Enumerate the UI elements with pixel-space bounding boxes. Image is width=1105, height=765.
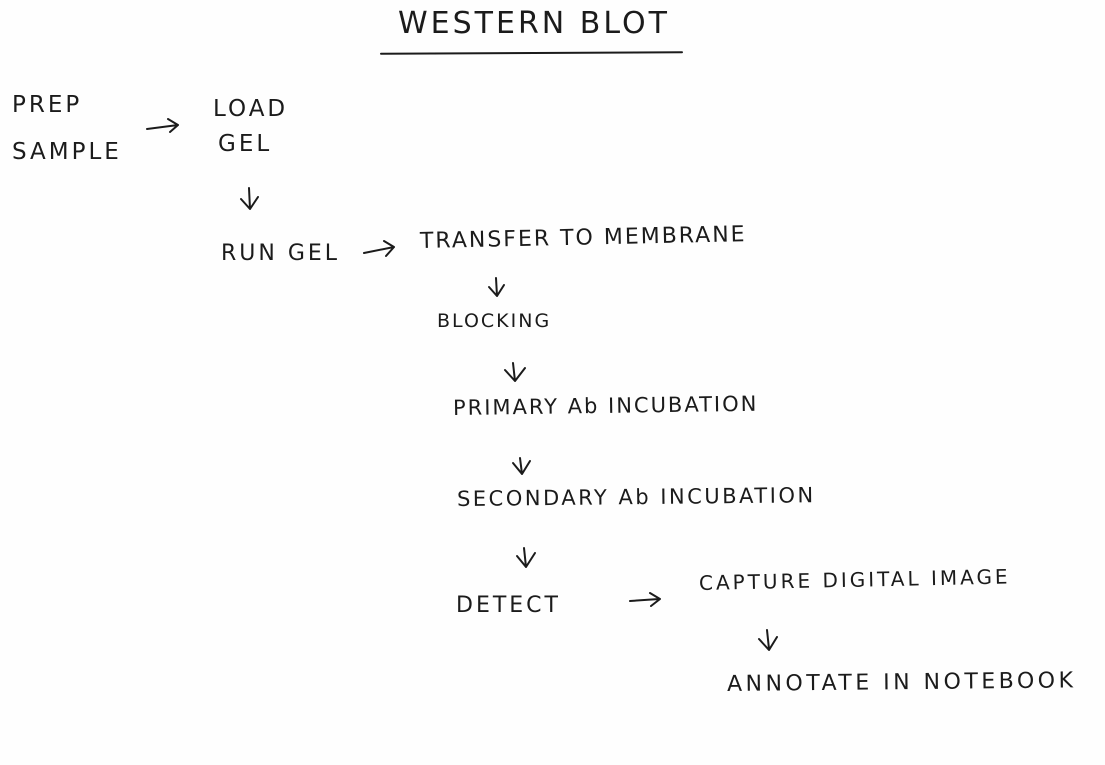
arrow-transfer-to-blocking [488,277,505,297]
arrow-blocking-to-primary [504,362,526,382]
step-load-line-2: GEL [218,131,273,157]
arrow-secondary-to-detect [516,547,536,568]
step-prep-line-2: SAMPLE [12,139,122,165]
diagram-title: WESTERN BLOT [398,6,670,41]
arrow-detect-to-capture [629,592,661,607]
step-load-line-1: LOAD [213,96,289,122]
arrow-capture-to-annotate [758,629,778,651]
step-run-gel: RUN GEL [221,241,341,266]
step-detect: DETECT [456,593,561,618]
step-prep-line-1: PREP [12,92,83,118]
arrow-prep-to-load [146,118,179,133]
arrow-load-to-run [240,187,259,210]
arrow-run-to-transfer [363,240,395,257]
arrow-primary-to-secondary [512,457,531,475]
step-blocking: BLOCKING [437,310,552,332]
